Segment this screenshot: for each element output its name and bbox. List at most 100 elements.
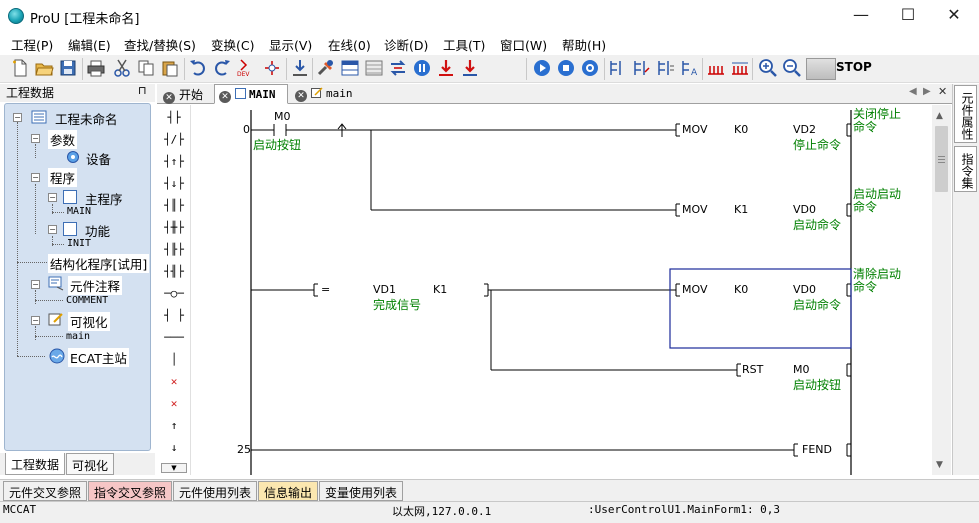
palette-rise-arrow[interactable]: ↑ <box>170 419 178 432</box>
palette-rising-contact[interactable]: ┤↑├ <box>164 155 184 168</box>
expand-toggle[interactable]: − <box>31 316 40 325</box>
tab-start[interactable]: ✕开始 <box>159 84 207 104</box>
tree-params[interactable]: 参数 <box>48 130 78 149</box>
close-tab-icon[interactable]: ✕ <box>219 91 231 103</box>
pause-icon[interactable] <box>412 58 432 78</box>
monitor-text-icon[interactable]: A <box>680 58 700 78</box>
upload-red-icon[interactable] <box>436 58 456 78</box>
menu-view[interactable]: 显示(V) <box>269 38 313 53</box>
palette-parallel-rising[interactable]: ┤╟├ <box>164 243 184 256</box>
menu-help[interactable]: 帮助(H) <box>562 38 607 53</box>
tree-main-sub[interactable]: MAIN <box>67 206 92 217</box>
device-icon[interactable]: DEV <box>236 58 256 78</box>
tab-scroll-left-icon[interactable]: ◀ <box>909 86 917 97</box>
expand-toggle[interactable]: − <box>13 113 22 122</box>
expand-toggle[interactable]: − <box>31 173 40 182</box>
transfer-icon[interactable] <box>388 58 408 78</box>
download-red-icon[interactable] <box>460 58 480 78</box>
palette-coil[interactable]: ─○─ <box>164 287 184 300</box>
ladder-vertical-scrollbar[interactable]: ▲ ▼ <box>932 105 951 475</box>
menu-diagnose[interactable]: 诊断(D) <box>384 38 429 53</box>
expand-toggle[interactable]: − <box>48 225 57 234</box>
paste-icon[interactable] <box>160 58 180 78</box>
scrollbar-thumb[interactable] <box>935 126 948 192</box>
grid-icon[interactable] <box>364 58 384 78</box>
menu-window[interactable]: 窗口(W) <box>500 38 548 53</box>
monitor-value-icon[interactable] <box>656 58 676 78</box>
reset-icon[interactable] <box>580 58 600 78</box>
palette-scroll-down-icon[interactable]: ▼ <box>161 463 187 473</box>
tab-visualization[interactable]: 可视化 <box>66 453 115 475</box>
menu-convert[interactable]: 变换(C) <box>211 38 255 53</box>
menu-edit[interactable]: 编辑(E) <box>68 38 111 53</box>
tab-variable-usage-list[interactable]: 变量使用列表 <box>319 481 404 501</box>
instruction-operand-a[interactable]: K0 <box>734 283 749 296</box>
palette-falling-contact[interactable]: ┤↓├ <box>164 177 184 190</box>
tab-main[interactable]: ✕MAIN <box>214 84 288 104</box>
scroll-down-icon[interactable]: ▼ <box>936 460 943 470</box>
open-folder-icon[interactable] <box>34 58 54 78</box>
palette-instruction[interactable]: ┤ ├ <box>164 309 184 322</box>
minimize-button[interactable]: — <box>853 5 869 24</box>
maximize-button[interactable]: ☐ <box>900 5 916 24</box>
menu-tools[interactable]: 工具(T) <box>443 38 486 53</box>
tree-root[interactable]: 工程未命名 <box>55 112 118 127</box>
device-batch-icon[interactable] <box>730 58 750 78</box>
tools-icon[interactable] <box>316 58 336 78</box>
compare-operand-a[interactable]: VD1 <box>373 283 396 296</box>
download-icon[interactable] <box>290 58 310 78</box>
instruction-operand-b[interactable]: VD2 <box>793 123 816 136</box>
palette-parallel-falling[interactable]: ┤╢├ <box>164 265 184 278</box>
zoom-in-icon[interactable] <box>758 58 778 78</box>
pin-icon[interactable]: ⊓ <box>138 84 147 97</box>
expand-toggle[interactable]: − <box>31 134 40 143</box>
tab-element-cross-ref[interactable]: 元件交叉参照 <box>3 481 88 501</box>
tree-comment-sub[interactable]: COMMENT <box>66 295 109 306</box>
program-check-icon[interactable] <box>262 58 282 78</box>
tree-visual-sub[interactable]: main <box>66 331 91 342</box>
close-tab-icon[interactable]: ✕ <box>295 90 307 102</box>
tab-element-properties[interactable]: 元件属性 <box>954 85 977 143</box>
rst-op[interactable]: RST <box>742 363 764 376</box>
palette-horizontal-line[interactable]: ─── <box>164 331 184 344</box>
rst-operand[interactable]: M0 <box>793 363 810 376</box>
palette-delete-horizontal[interactable]: ✕ <box>170 375 178 388</box>
save-icon[interactable] <box>58 58 78 78</box>
tree-init-sub[interactable]: INIT <box>67 238 92 249</box>
tab-instruction-set[interactable]: 指令集 <box>954 146 977 192</box>
stop-icon[interactable] <box>556 58 576 78</box>
window-layout-icon[interactable] <box>340 58 360 78</box>
instruction-operand-b[interactable]: VD0 <box>793 203 816 216</box>
print-icon[interactable] <box>86 58 106 78</box>
instruction-op[interactable]: MOV <box>682 203 708 216</box>
copy-icon[interactable] <box>136 58 156 78</box>
new-file-icon[interactable] <box>10 58 30 78</box>
instruction-op[interactable]: MOV <box>682 283 708 296</box>
undo-icon[interactable] <box>188 58 208 78</box>
tab-info-output[interactable]: 信息输出 <box>258 481 319 501</box>
redo-icon[interactable] <box>212 58 232 78</box>
expand-toggle[interactable]: − <box>48 193 57 202</box>
expand-toggle[interactable]: − <box>31 280 40 289</box>
tree-program[interactable]: 程序 <box>48 168 78 187</box>
tree-comments[interactable]: 元件注释 <box>68 276 123 295</box>
palette-parallel-nc-contact[interactable]: ┤╫├ <box>164 221 184 234</box>
palette-parallel-contact[interactable]: ┤║├ <box>164 199 184 212</box>
palette-delete-vertical[interactable]: ✕ <box>170 397 178 410</box>
close-tab-icon[interactable]: ✕ <box>163 92 175 104</box>
tab-scroll-right-icon[interactable]: ▶ <box>923 86 931 97</box>
ladder-editor[interactable]: 0 M0 启动按钮 MOV K0 VD2 停止命令 关闭停止 命令 MOV K1… <box>192 105 932 475</box>
tab-element-usage-list[interactable]: 元件使用列表 <box>173 481 258 501</box>
palette-nc-contact[interactable]: ┤/├ <box>164 133 184 146</box>
close-document-icon[interactable]: ✕ <box>938 85 948 98</box>
tab-instruction-cross-ref[interactable]: 指令交叉参照 <box>88 481 173 501</box>
menu-online[interactable]: 在线(0) <box>328 38 371 53</box>
palette-no-contact[interactable]: ┤├ <box>167 111 181 124</box>
scroll-up-icon[interactable]: ▲ <box>936 111 943 121</box>
instruction-operand-a[interactable]: K0 <box>734 123 749 136</box>
palette-fall-arrow[interactable]: ↓ <box>170 441 178 454</box>
instruction-op[interactable]: MOV <box>682 123 708 136</box>
cut-icon[interactable] <box>112 58 132 78</box>
tree-visual[interactable]: 可视化 <box>68 312 110 331</box>
monitor-write-icon[interactable] <box>632 58 652 78</box>
